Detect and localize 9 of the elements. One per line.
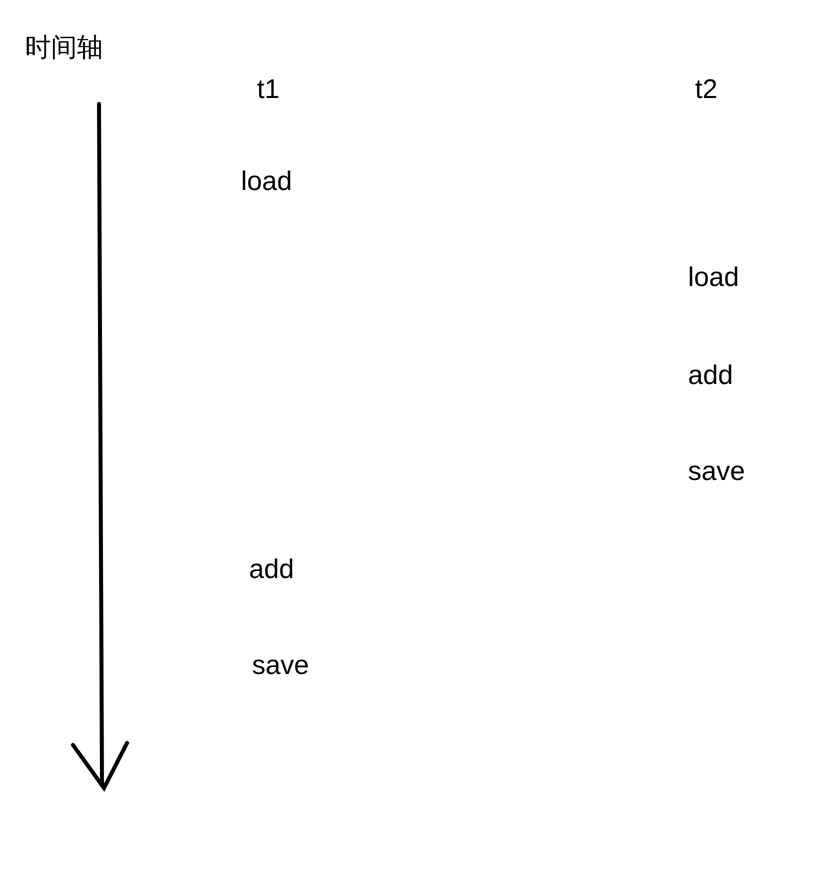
thread-name: t2 — [695, 76, 718, 103]
operation-label: load — [688, 264, 740, 291]
operation-label: add — [688, 362, 734, 389]
thread-name: t1 — [257, 76, 280, 103]
operation-label: add — [249, 556, 294, 583]
operation-label: load — [241, 168, 292, 195]
axis-title: 时间轴 — [25, 34, 103, 60]
operation-label: save — [252, 652, 310, 679]
operation-label: save — [688, 458, 746, 485]
